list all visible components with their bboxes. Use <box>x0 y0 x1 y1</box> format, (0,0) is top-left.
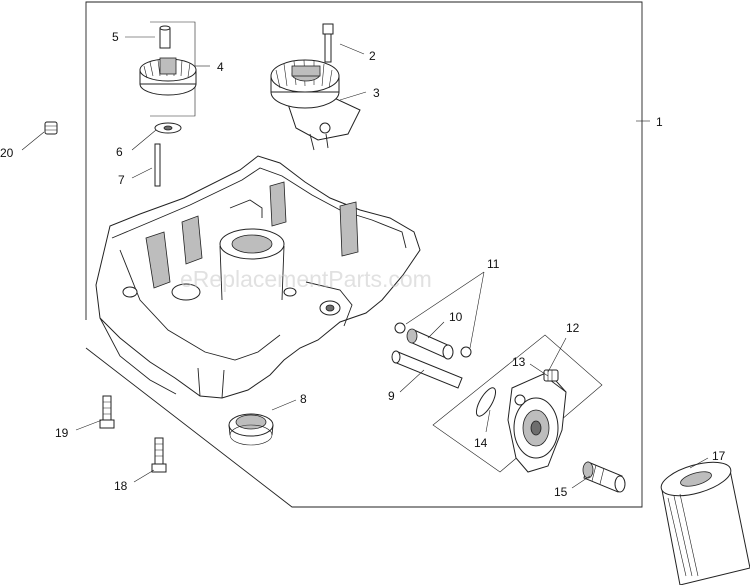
oil-seal <box>228 413 274 446</box>
callout-11: 11 <box>487 257 500 271</box>
fitting-15 <box>582 461 626 493</box>
bolt-18 <box>151 437 167 473</box>
o-ring-11b <box>460 346 472 358</box>
callout-15: 15 <box>554 485 568 499</box>
callout-1: 1 <box>656 115 663 129</box>
callout-12: 12 <box>566 321 580 335</box>
pipe-9 <box>391 350 463 389</box>
pin-7 <box>154 143 161 187</box>
callout-2: 2 <box>369 49 376 63</box>
subassembly-box-12 <box>432 334 603 473</box>
set-screw-20 <box>44 121 58 135</box>
washer-6-hole <box>163 125 173 131</box>
callout-7: 7 <box>118 173 125 187</box>
watermark: eReplacementParts.com <box>180 266 432 292</box>
pump-gasket <box>475 387 497 417</box>
o-ring-11a <box>394 322 406 334</box>
crankcase-cover <box>95 155 421 399</box>
tube-10 <box>406 328 454 360</box>
callout-13: 13 <box>512 355 526 369</box>
callout-5: 5 <box>112 30 119 44</box>
callout-20: 20 <box>0 146 14 160</box>
callout-19: 19 <box>55 426 69 440</box>
cam-gear <box>270 59 361 151</box>
callout-6: 6 <box>116 145 123 159</box>
leader-lines <box>21 36 709 489</box>
oil-filter <box>660 461 750 585</box>
callout-8: 8 <box>300 392 307 406</box>
callout-17: 17 <box>712 449 726 463</box>
callout-18: 18 <box>114 479 128 493</box>
oil-pump <box>507 371 567 473</box>
callout-10: 10 <box>449 310 463 324</box>
callout-14: 14 <box>474 436 488 450</box>
callout-numbers: 1 2 3 4 5 6 7 8 9 10 11 12 13 14 15 17 1… <box>0 30 726 499</box>
callout-3: 3 <box>373 86 380 100</box>
bolt-19 <box>99 395 115 429</box>
relief-plug <box>543 369 559 382</box>
bolt-2 <box>322 23 334 63</box>
callout-9: 9 <box>388 389 395 403</box>
governor-gear <box>139 57 197 96</box>
assembly-outline <box>85 1 643 508</box>
governor-shaft <box>159 25 171 49</box>
callout-4: 4 <box>217 60 224 74</box>
